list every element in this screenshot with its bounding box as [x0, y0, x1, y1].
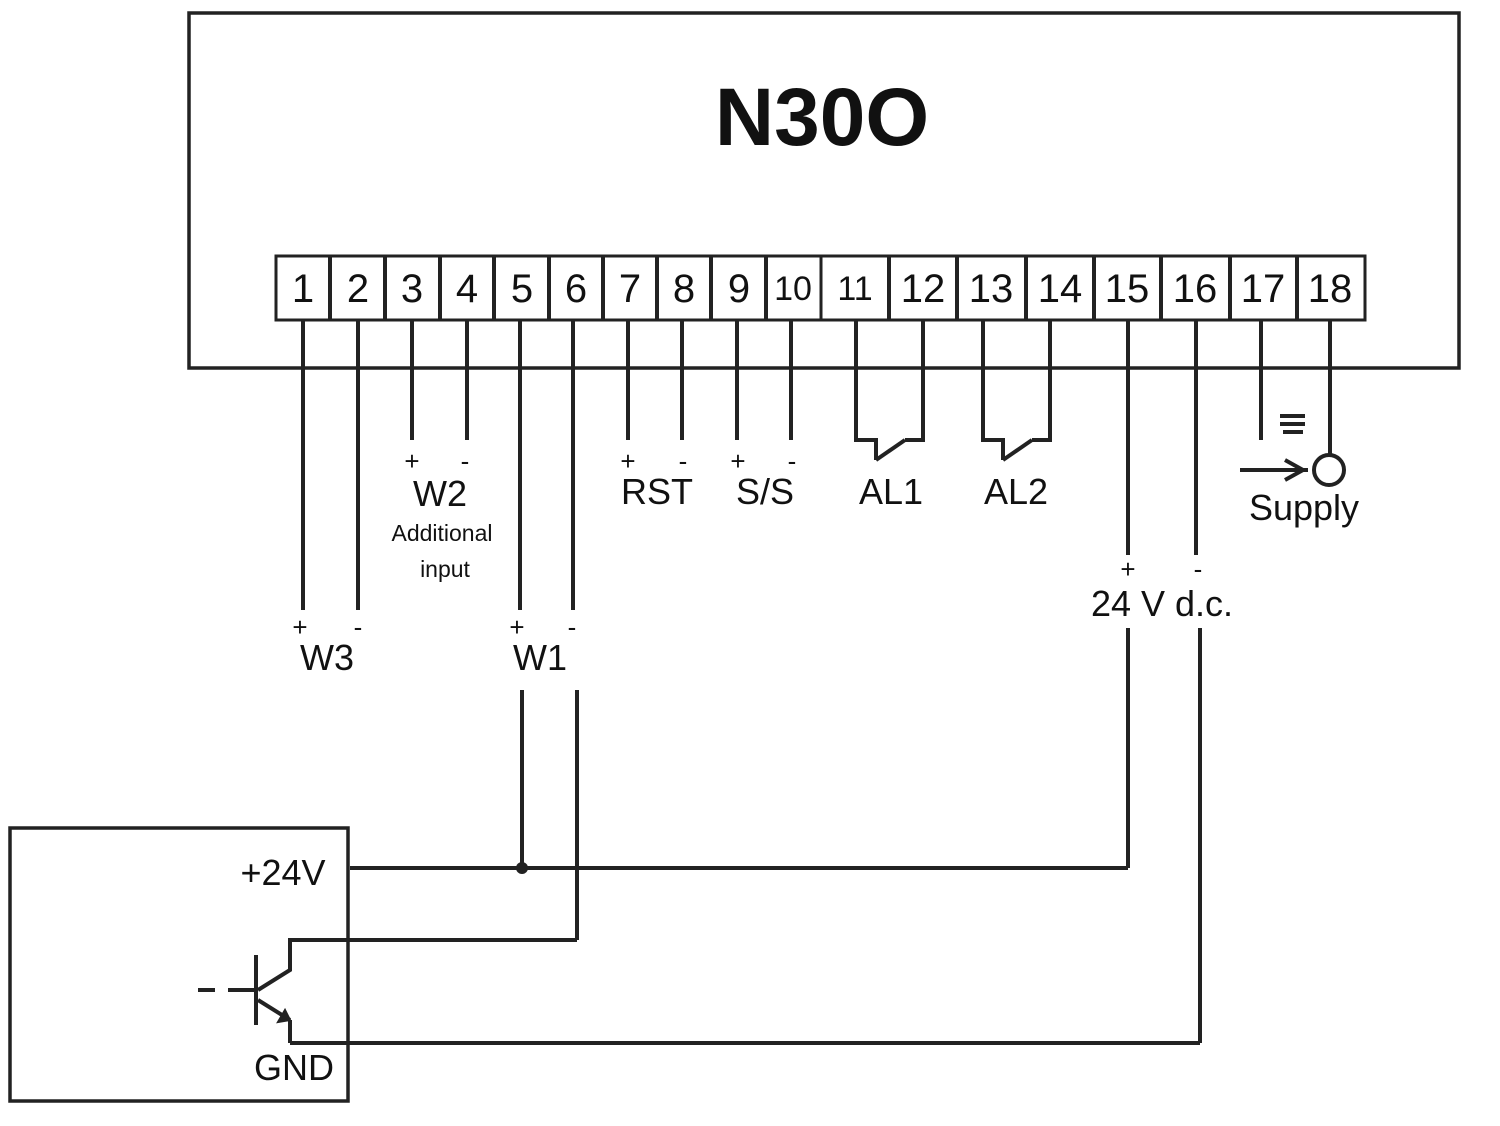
- power-input: + - 24 V d.c.: [1091, 320, 1233, 1043]
- al2-relay: AL2: [981, 320, 1052, 512]
- w2-label: W2: [413, 473, 467, 514]
- terminal-17: 17: [1241, 267, 1286, 311]
- w2-additional: Additional: [391, 520, 492, 546]
- al1-label: AL1: [859, 471, 923, 512]
- w1-label: W1: [513, 637, 567, 678]
- supply-label: Supply: [1249, 487, 1359, 528]
- terminal-15: 15: [1105, 267, 1150, 311]
- terminal-11: 11: [837, 270, 872, 308]
- w1-plus: +: [509, 612, 524, 642]
- w3-input: + - W3: [292, 320, 362, 678]
- w1-input: + - W1: [509, 320, 579, 940]
- w2-input-text: input: [420, 556, 470, 582]
- power-minus: -: [1194, 554, 1203, 584]
- w3-plus: +: [292, 612, 307, 642]
- al1-relay: AL1: [854, 320, 925, 512]
- sensor-outline: [8, 826, 350, 1103]
- terminal-10: 10: [774, 270, 812, 308]
- terminal-1: 1: [292, 267, 314, 311]
- w2-minus: -: [461, 446, 470, 476]
- ss-minus: -: [788, 446, 797, 476]
- terminal-9: 9: [728, 267, 750, 311]
- terminal-16: 16: [1173, 267, 1218, 311]
- w1-minus: -: [568, 612, 577, 642]
- w2-plus: +: [404, 446, 419, 476]
- device-box: [187, 11, 1461, 370]
- terminal-strip: 1 2 3 4 5 6 7 8 9 10 11 12 13 14 15 16 1…: [274, 254, 1367, 322]
- terminal-3: 3: [401, 267, 423, 311]
- sensor-wiring: [256, 862, 1200, 1045]
- terminal-7: 7: [619, 267, 641, 311]
- w2-input: + - W2 Additional input: [391, 320, 493, 582]
- al2-label: AL2: [984, 471, 1048, 512]
- terminal-12: 12: [901, 267, 946, 311]
- ss-label: S/S: [736, 471, 794, 512]
- terminal-18: 18: [1308, 267, 1353, 311]
- rst-minus: -: [679, 446, 688, 476]
- device-title: N30O: [715, 72, 929, 163]
- power-label: 24 V d.c.: [1091, 583, 1233, 624]
- junction-dot: [516, 862, 528, 874]
- w3-minus: -: [354, 612, 363, 642]
- power-plus: +: [1120, 554, 1135, 584]
- sensor-gnd-label: GND: [254, 1047, 334, 1088]
- terminal-8: 8: [673, 267, 695, 311]
- sensor-box: +24V GND: [8, 826, 350, 1103]
- rst-input: + - RST: [620, 320, 693, 512]
- ss-input: + - S/S: [730, 320, 796, 512]
- ss-plus: +: [730, 446, 745, 476]
- terminal-6: 6: [565, 267, 587, 311]
- transistor-icon: [198, 955, 292, 1043]
- terminal-2: 2: [347, 267, 369, 311]
- terminal-4: 4: [456, 267, 478, 311]
- terminal-13: 13: [969, 267, 1014, 311]
- supply-circle-icon: [1312, 453, 1346, 487]
- supply-terminal: Supply: [1240, 320, 1359, 528]
- sensor-24v-label: +24V: [240, 852, 325, 893]
- terminal-14: 14: [1038, 267, 1083, 311]
- terminal-5: 5: [511, 267, 533, 311]
- w3-label: W3: [300, 637, 354, 678]
- rst-label: RST: [621, 471, 693, 512]
- rst-plus: +: [620, 446, 635, 476]
